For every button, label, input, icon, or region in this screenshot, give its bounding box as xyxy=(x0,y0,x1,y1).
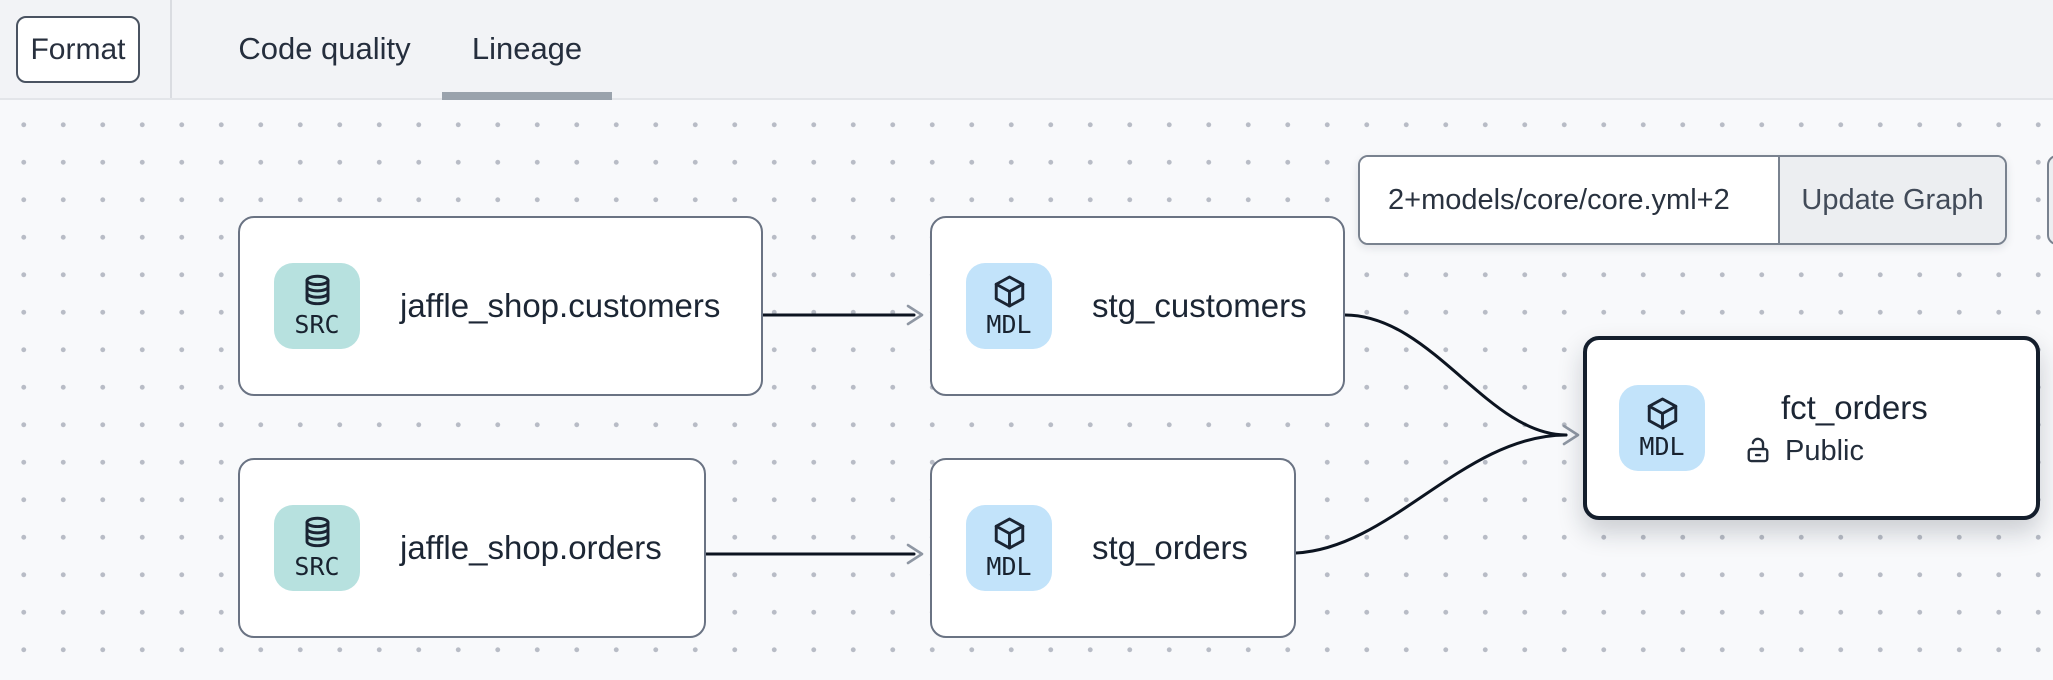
node-title: jaffle_shop.customers xyxy=(400,287,721,324)
node-title: stg_customers xyxy=(1092,287,1307,324)
arrowhead-icon xyxy=(906,543,924,565)
node-stg-customers[interactable]: MDL stg_customers xyxy=(930,216,1345,396)
model-badge: MDL xyxy=(966,505,1052,591)
lineage-selector-group: Update Graph xyxy=(1358,155,2007,245)
node-jaffle-shop-orders[interactable]: SRC jaffle_shop.orders xyxy=(238,458,706,638)
format-button[interactable]: Format xyxy=(16,16,140,83)
badge-type-label: SRC xyxy=(294,552,340,581)
badge-type-label: MDL xyxy=(1639,432,1685,461)
clipped-right-button[interactable] xyxy=(2047,155,2053,245)
access-row: Public xyxy=(1743,435,1928,468)
arrowhead-icon xyxy=(1562,424,1580,446)
unlock-icon xyxy=(1747,437,1769,463)
edge-stg-customers-to-fct-orders xyxy=(1343,313,1568,437)
source-badge: SRC xyxy=(274,505,360,591)
source-badge: SRC xyxy=(274,263,360,349)
node-title: fct_orders xyxy=(1781,388,1928,426)
lineage-selector-input[interactable] xyxy=(1360,157,1778,243)
lineage-canvas[interactable]: SRC jaffle_shop.customers MDL stg_custom… xyxy=(0,102,2053,680)
toolbar: Format Code quality Lineage xyxy=(0,0,2053,100)
edge-stg-orders-to-fct-orders xyxy=(1294,433,1568,555)
active-tab-underline xyxy=(442,92,612,100)
access-label: Public xyxy=(1785,434,1864,467)
arrowhead-icon xyxy=(906,304,924,326)
node-title: jaffle_shop.orders xyxy=(400,529,662,566)
cube-icon xyxy=(1647,397,1677,430)
model-badge: MDL xyxy=(1619,385,1705,471)
badge-type-label: SRC xyxy=(294,310,340,339)
cube-icon xyxy=(994,275,1024,308)
node-text: fct_orders Public xyxy=(1743,389,1928,468)
node-jaffle-shop-customers[interactable]: SRC jaffle_shop.customers xyxy=(238,216,763,396)
badge-type-label: MDL xyxy=(986,552,1032,581)
model-badge: MDL xyxy=(966,263,1052,349)
database-icon xyxy=(305,516,329,548)
badge-type-label: MDL xyxy=(986,310,1032,339)
update-graph-button[interactable]: Update Graph xyxy=(1778,157,2005,243)
node-title: stg_orders xyxy=(1092,529,1248,566)
toolbar-divider xyxy=(170,0,172,98)
database-icon xyxy=(305,274,329,306)
cube-icon xyxy=(994,517,1024,550)
node-fct-orders[interactable]: MDL fct_orders Public xyxy=(1583,336,2040,520)
tab-code-quality[interactable]: Code quality xyxy=(238,31,411,66)
node-stg-orders[interactable]: MDL stg_orders xyxy=(930,458,1296,638)
tab-lineage[interactable]: Lineage xyxy=(471,31,583,66)
